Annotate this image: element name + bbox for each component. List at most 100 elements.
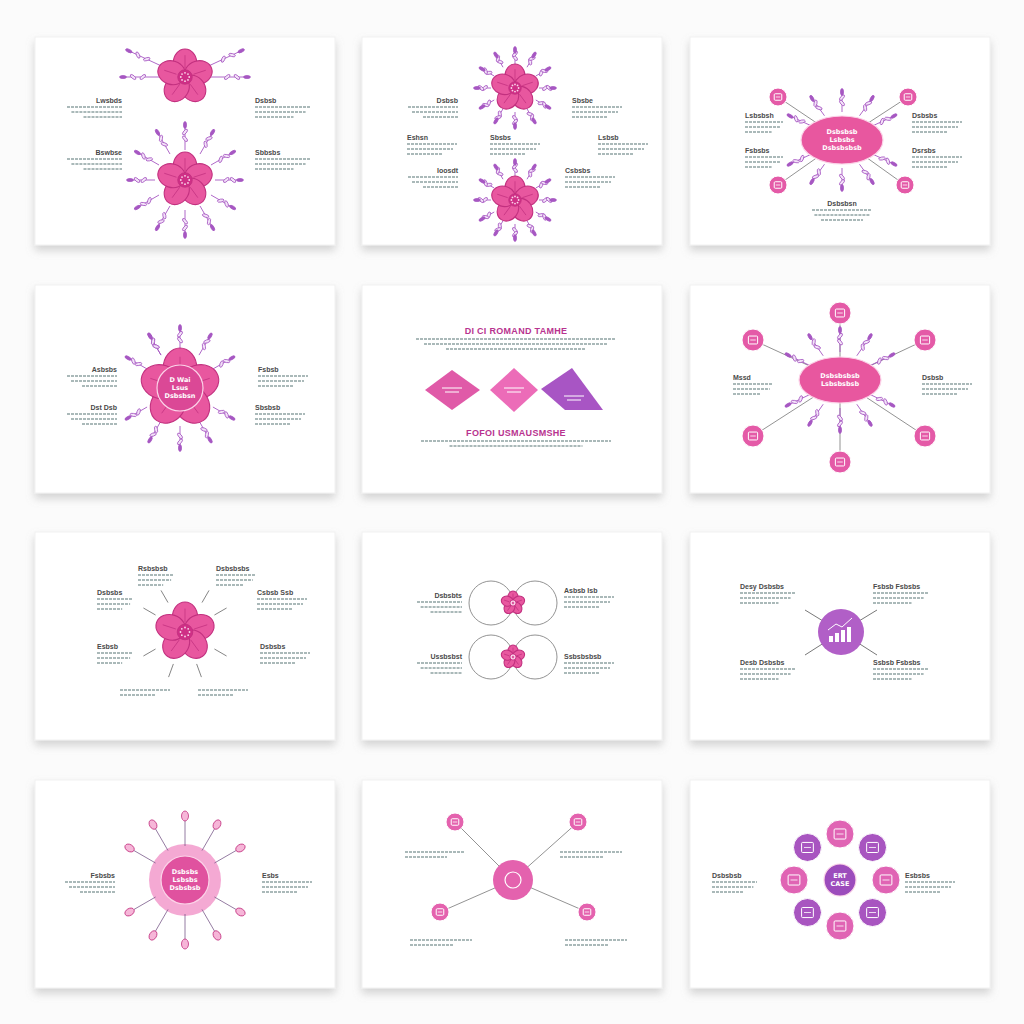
flower-dot	[517, 90, 519, 92]
leaf	[124, 415, 131, 421]
icon-glyph	[776, 97, 781, 98]
leaf	[791, 400, 798, 404]
flower-illustration	[155, 152, 216, 210]
leaf	[177, 337, 184, 344]
icon-glyph	[750, 340, 756, 341]
petal-vein	[513, 648, 514, 654]
text-line	[912, 131, 947, 132]
text-line	[564, 672, 599, 673]
text-line	[258, 380, 304, 381]
slide-card	[690, 37, 990, 245]
item-heading: Dsbsbs	[912, 112, 937, 119]
leaf	[869, 178, 875, 185]
diamond-shape	[425, 370, 480, 410]
leaf	[514, 47, 517, 54]
leaf	[161, 142, 168, 147]
leaf	[884, 117, 891, 121]
text-line	[912, 121, 962, 122]
leaf	[141, 152, 146, 159]
petal-vein	[520, 206, 526, 215]
text-line	[740, 597, 791, 598]
leaf	[888, 402, 895, 408]
body-text-lines	[740, 669, 795, 679]
icon-glyph	[904, 94, 912, 100]
text-line	[255, 413, 305, 414]
text-line	[814, 214, 869, 215]
icon-glyph	[436, 909, 444, 915]
connector-line	[214, 649, 226, 656]
flower-dot	[512, 85, 514, 87]
flower-dot	[517, 85, 519, 87]
text-line	[255, 158, 310, 159]
petal-vein	[172, 187, 180, 197]
circle-shape	[161, 856, 209, 904]
icon-glyph	[835, 309, 844, 317]
flower-dot	[184, 183, 186, 185]
petal-vein	[522, 82, 532, 85]
body-text-lines	[922, 384, 972, 394]
petal-vein	[185, 158, 186, 171]
text-line	[216, 579, 253, 580]
text-line	[421, 667, 462, 668]
icon-circle	[859, 899, 887, 927]
text-line	[873, 602, 912, 603]
leaf	[218, 410, 225, 414]
text-line	[565, 944, 608, 945]
flower-center	[178, 173, 193, 188]
leaf	[184, 232, 187, 239]
leaf	[784, 402, 791, 408]
item-heading: Dsbsb	[922, 374, 943, 381]
flower-dot	[181, 628, 183, 630]
text-line	[416, 338, 616, 339]
diamond-shape	[490, 368, 538, 412]
flower-dot	[187, 182, 189, 184]
flower-center	[510, 600, 516, 606]
text-line	[82, 385, 117, 386]
leaf	[478, 178, 485, 184]
icon-glyph	[585, 912, 590, 913]
body-text-lines	[416, 339, 616, 349]
leaf	[841, 89, 844, 96]
icon-glyph	[920, 432, 929, 440]
body-text-lines	[65, 882, 115, 892]
leaf	[890, 161, 897, 167]
body-text-lines	[97, 599, 133, 609]
text-line	[198, 694, 233, 695]
icon-circle	[914, 329, 936, 351]
text-line	[424, 343, 608, 344]
text-line	[67, 106, 122, 107]
flower-dot	[513, 655, 515, 657]
flower-dot	[181, 634, 183, 636]
text-line	[905, 886, 951, 887]
icon-disc	[769, 176, 787, 194]
item-heading: Asbsb Isb	[564, 587, 597, 594]
text-line	[82, 423, 117, 424]
body-text-lines	[740, 593, 795, 603]
icon-glyph	[903, 185, 908, 186]
flower-dot	[514, 203, 516, 205]
item-heading: Dsbsbsbs	[216, 565, 249, 572]
flower-dot	[181, 176, 183, 178]
flower-bud	[123, 842, 135, 853]
body-text-lines	[564, 597, 614, 607]
text-line	[873, 592, 928, 593]
slide-card	[690, 532, 990, 740]
text-line	[745, 131, 772, 132]
text-line	[873, 597, 924, 598]
text-line	[733, 383, 773, 384]
leaf	[134, 150, 141, 156]
text-line	[490, 143, 540, 144]
leaf	[184, 122, 187, 129]
petal-vein	[190, 84, 198, 94]
icon-glyph	[802, 842, 814, 852]
flower-dot	[181, 182, 183, 184]
item-heading: Dsbsbsb	[712, 872, 742, 879]
petal-vein	[185, 609, 186, 623]
center-oval: Dsbsbsbsb Lsbsbsbsb	[798, 356, 882, 404]
text-line	[80, 891, 115, 892]
body-text-lines	[260, 653, 310, 663]
text-line	[873, 673, 924, 674]
text-line	[740, 602, 779, 603]
flower-dot	[184, 72, 186, 74]
leaf	[133, 177, 140, 184]
